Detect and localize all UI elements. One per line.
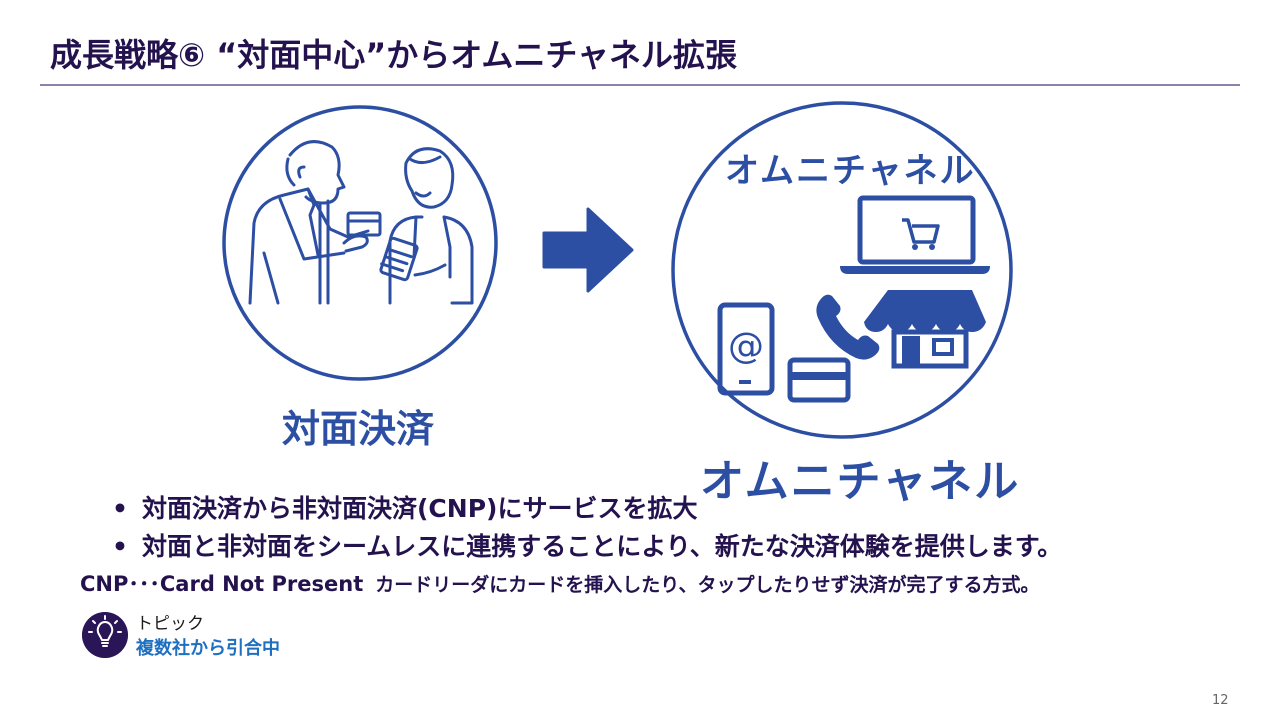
woman-head bbox=[404, 147, 455, 209]
right-arrow-icon bbox=[542, 207, 634, 293]
bullet-item: • 対面と非対面をシームレスに連携することにより、新たな決済体験を提供します。 bbox=[112, 528, 1062, 566]
face-to-face-payment-illustration bbox=[222, 105, 498, 381]
cnp-term: CNP･･･Card Not Present bbox=[80, 572, 364, 596]
omnichannel-illustration: @ bbox=[671, 101, 1013, 439]
bullet-item: • 対面決済から非対面決済(CNP)にサービスを拡大 bbox=[112, 490, 1062, 528]
smartphone-at-icon: @ bbox=[717, 302, 775, 396]
bullet-list: • 対面決済から非対面決済(CNP)にサービスを拡大 • 対面と非対面をシームレスに… bbox=[112, 490, 1062, 566]
phone-icon bbox=[816, 294, 880, 360]
credit-card-icon bbox=[787, 357, 851, 403]
lightbulb-icon bbox=[82, 612, 128, 658]
woman-body bbox=[388, 215, 474, 305]
omnichannel-caption: オムニチャネル bbox=[700, 456, 1021, 507]
bullet-text: 対面と非対面をシームレスに連携することにより、新たな決済体験を提供します。 bbox=[142, 532, 1063, 561]
man-body bbox=[248, 187, 370, 305]
page-number: 12 bbox=[1212, 693, 1229, 708]
bullet-marker: • bbox=[112, 494, 128, 523]
svg-text:@: @ bbox=[728, 326, 764, 367]
bullet-marker: • bbox=[112, 532, 128, 561]
bullet-text: 対面決済から非対面決済(CNP)にサービスを拡大 bbox=[142, 494, 698, 523]
cnp-definition: カードリーダにカードを挿入したり、タップしたりせず決済が完了する方式。 bbox=[375, 574, 1040, 596]
omnichannel-heading: オムニチャネル bbox=[725, 151, 976, 191]
laptop-cart-icon bbox=[840, 195, 990, 274]
slide-title: 成長戦略⑥ “対面中心”からオムニチャネル拡張 bbox=[50, 36, 738, 74]
topic-value: 複数社から引合中 bbox=[136, 638, 280, 659]
payment-terminal-icon bbox=[379, 236, 419, 282]
topic-label: トピック bbox=[136, 614, 204, 634]
cnp-note: CNP･･･Card Not Present カードリーダにカードを挿入したり、タ… bbox=[80, 568, 1039, 598]
face-to-face-caption: 対面決済 bbox=[282, 407, 435, 451]
man-head bbox=[288, 140, 346, 205]
title-divider bbox=[40, 84, 1240, 86]
storefront-icon bbox=[864, 290, 986, 369]
